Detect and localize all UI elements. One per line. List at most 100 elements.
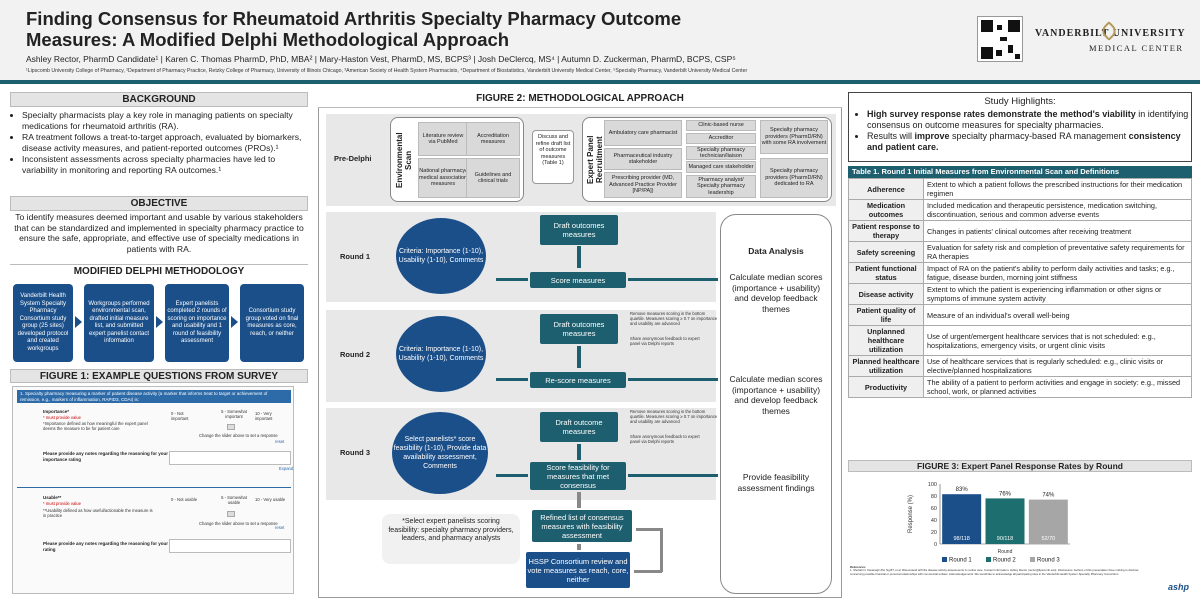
arrow-right-icon bbox=[496, 378, 528, 381]
arrow-right-icon bbox=[628, 278, 718, 281]
score-measures-box: Score measures bbox=[530, 272, 626, 288]
measure-name: Adherence bbox=[848, 178, 924, 200]
data-analysis-panel bbox=[720, 214, 832, 594]
round3-band bbox=[326, 408, 716, 500]
legend-swatch bbox=[986, 557, 991, 562]
background-item: RA treatment follows a treat-to-target a… bbox=[22, 132, 308, 153]
table1-title: Table 1. Round 1 Initial Measures from E… bbox=[848, 166, 1192, 178]
recruit-item: Managed care stakeholder bbox=[686, 161, 756, 173]
data-analysis-round1: Calculate median scores (importance + us… bbox=[729, 272, 823, 314]
study-highlights: Study Highlights: High survey response r… bbox=[848, 92, 1192, 162]
poster-title: Finding Consensus for Rheumatoid Arthrit… bbox=[26, 8, 682, 50]
x-axis-label: Round bbox=[998, 549, 1013, 555]
hssp-vote-box: HSSP Consortium review and vote measures… bbox=[526, 552, 630, 588]
refined-list-box: Refined list of consensus measures with … bbox=[532, 510, 632, 542]
bar bbox=[985, 498, 1025, 544]
arrow-right-icon bbox=[156, 316, 163, 328]
legend-label: Round 3 bbox=[1037, 558, 1060, 564]
background-title: BACKGROUND bbox=[10, 92, 308, 107]
methodology-title: MODIFIED DELPHI METHODOLOGY bbox=[10, 264, 308, 279]
y-axis-label: Response (%) bbox=[908, 495, 914, 533]
recruit-item: Prescribing provider (MD, Advanced Pract… bbox=[604, 172, 682, 198]
bar-inner-label: 52/70 bbox=[1041, 536, 1055, 542]
data-analysis-round3: Provide feasibility assessment findings bbox=[737, 472, 815, 493]
round1-band bbox=[326, 212, 716, 302]
recruit-item: Specialty pharmacy providers (PharmD/RN)… bbox=[760, 158, 828, 198]
remove-note: Remove measures scoring in the bottom qu… bbox=[630, 311, 718, 326]
recruit-item: Specialty pharmacy technician/liaison bbox=[686, 146, 756, 160]
background-item: Specialty pharmacists play a key role in… bbox=[22, 110, 308, 131]
draft-measures-box: Draft outcome measures bbox=[540, 412, 618, 442]
methodology-step-1: Vanderbilt Health System Specialty Pharm… bbox=[13, 284, 73, 362]
round2-band bbox=[326, 310, 716, 402]
arrow-right-icon bbox=[231, 316, 238, 328]
arrow-right-icon bbox=[496, 278, 528, 281]
measure-name: Patient functional status bbox=[848, 262, 924, 284]
legend-label: Round 2 bbox=[993, 558, 1016, 564]
y-tick-label: 20 bbox=[931, 530, 937, 536]
score-feasibility-box: Score feasibility for measures that met … bbox=[530, 462, 626, 490]
legend-label: Round 1 bbox=[949, 558, 972, 564]
affiliations: ¹Lipscomb University College of Pharmacy… bbox=[26, 68, 748, 74]
figure1-title: FIGURE 1: EXAMPLE QUESTIONS FROM SURVEY bbox=[10, 369, 308, 383]
arrow-down-icon bbox=[577, 346, 581, 368]
y-tick-label: 80 bbox=[931, 494, 937, 500]
expert-recruit-label: Expert Panel Recruitment bbox=[586, 135, 604, 185]
predelphi-label: Pre-Delphi bbox=[334, 154, 372, 163]
arrow-down-icon bbox=[577, 492, 581, 508]
methodology-step-3: Expert panelists completed 2 rounds of s… bbox=[165, 284, 229, 362]
measure-name: Safety screening bbox=[848, 241, 924, 263]
usable-notes-input[interactable] bbox=[169, 539, 291, 553]
measure-definition: Included medication and therapeutic pers… bbox=[923, 199, 1192, 221]
rescore-box: Re-score measures bbox=[530, 372, 626, 388]
env-scan-label: Environmental Scan bbox=[395, 132, 413, 188]
measure-definition: Changes in patients' clinical outcomes a… bbox=[923, 220, 1192, 242]
reset-link[interactable]: reset bbox=[275, 439, 285, 444]
y-tick-label: 60 bbox=[931, 506, 937, 512]
recruit-item: Ambulatory care pharmacist bbox=[604, 120, 682, 146]
recruit-item: Clinic-based nurse bbox=[686, 120, 756, 131]
ashp-logo: ashp bbox=[1168, 582, 1190, 592]
background-item: Inconsistent assessments across specialt… bbox=[22, 154, 308, 175]
background-section bbox=[10, 92, 308, 192]
y-tick-label: 100 bbox=[928, 482, 937, 488]
measure-definition: Extent to which a patient follows the pr… bbox=[923, 178, 1192, 200]
arrow-down-icon bbox=[577, 444, 581, 460]
round1-criteria: Criteria: Importance (1-10), Usability (… bbox=[396, 218, 486, 294]
round2-criteria: Criteria: Importance (1-10), Usability (… bbox=[396, 316, 486, 392]
feedback-line bbox=[636, 528, 662, 531]
measure-definition: Measure of an individual's overall well-… bbox=[923, 304, 1192, 326]
figure3-title: FIGURE 3: Expert Panel Response Rates by… bbox=[848, 460, 1192, 472]
env-scan-item: Guidelines and clinical trials bbox=[466, 158, 520, 198]
measure-definition: Evaluation for safety risk and completio… bbox=[923, 241, 1192, 263]
recruit-item: Pharmacy analyst/ Specialty pharmacy lea… bbox=[686, 175, 756, 198]
measure-name: Medication outcomes bbox=[848, 199, 924, 221]
highlight-item: Results will improve specialty pharmacy-… bbox=[867, 131, 1191, 153]
author-list: Ashley Rector, PharmD Candidate¹ | Karen… bbox=[26, 54, 736, 64]
recruit-item: Specialty pharmacy providers (PharmD/RN)… bbox=[760, 120, 828, 154]
survey-example: 1. Specialty pharmacy measuring a marker… bbox=[12, 386, 294, 594]
bar bbox=[942, 494, 982, 544]
bar bbox=[1028, 499, 1068, 544]
qr-code-icon[interactable] bbox=[977, 16, 1023, 62]
importance-slider[interactable] bbox=[227, 424, 235, 430]
methodology-step-4: Consortium study group voted on final me… bbox=[240, 284, 304, 362]
usability-slider[interactable] bbox=[227, 511, 235, 517]
recruit-item: Accreditor bbox=[686, 133, 756, 144]
legend-swatch bbox=[942, 557, 947, 562]
survey-question-bar: 1. Specialty pharmacy measuring a marker… bbox=[17, 390, 291, 403]
arrow-right-icon bbox=[628, 474, 718, 477]
importance-notes-input[interactable] bbox=[169, 451, 291, 465]
expand-link[interactable]: Expand bbox=[279, 466, 294, 471]
env-scan-item: Literature review via PubMed bbox=[418, 122, 468, 156]
reset-link[interactable]: reset bbox=[275, 525, 285, 530]
